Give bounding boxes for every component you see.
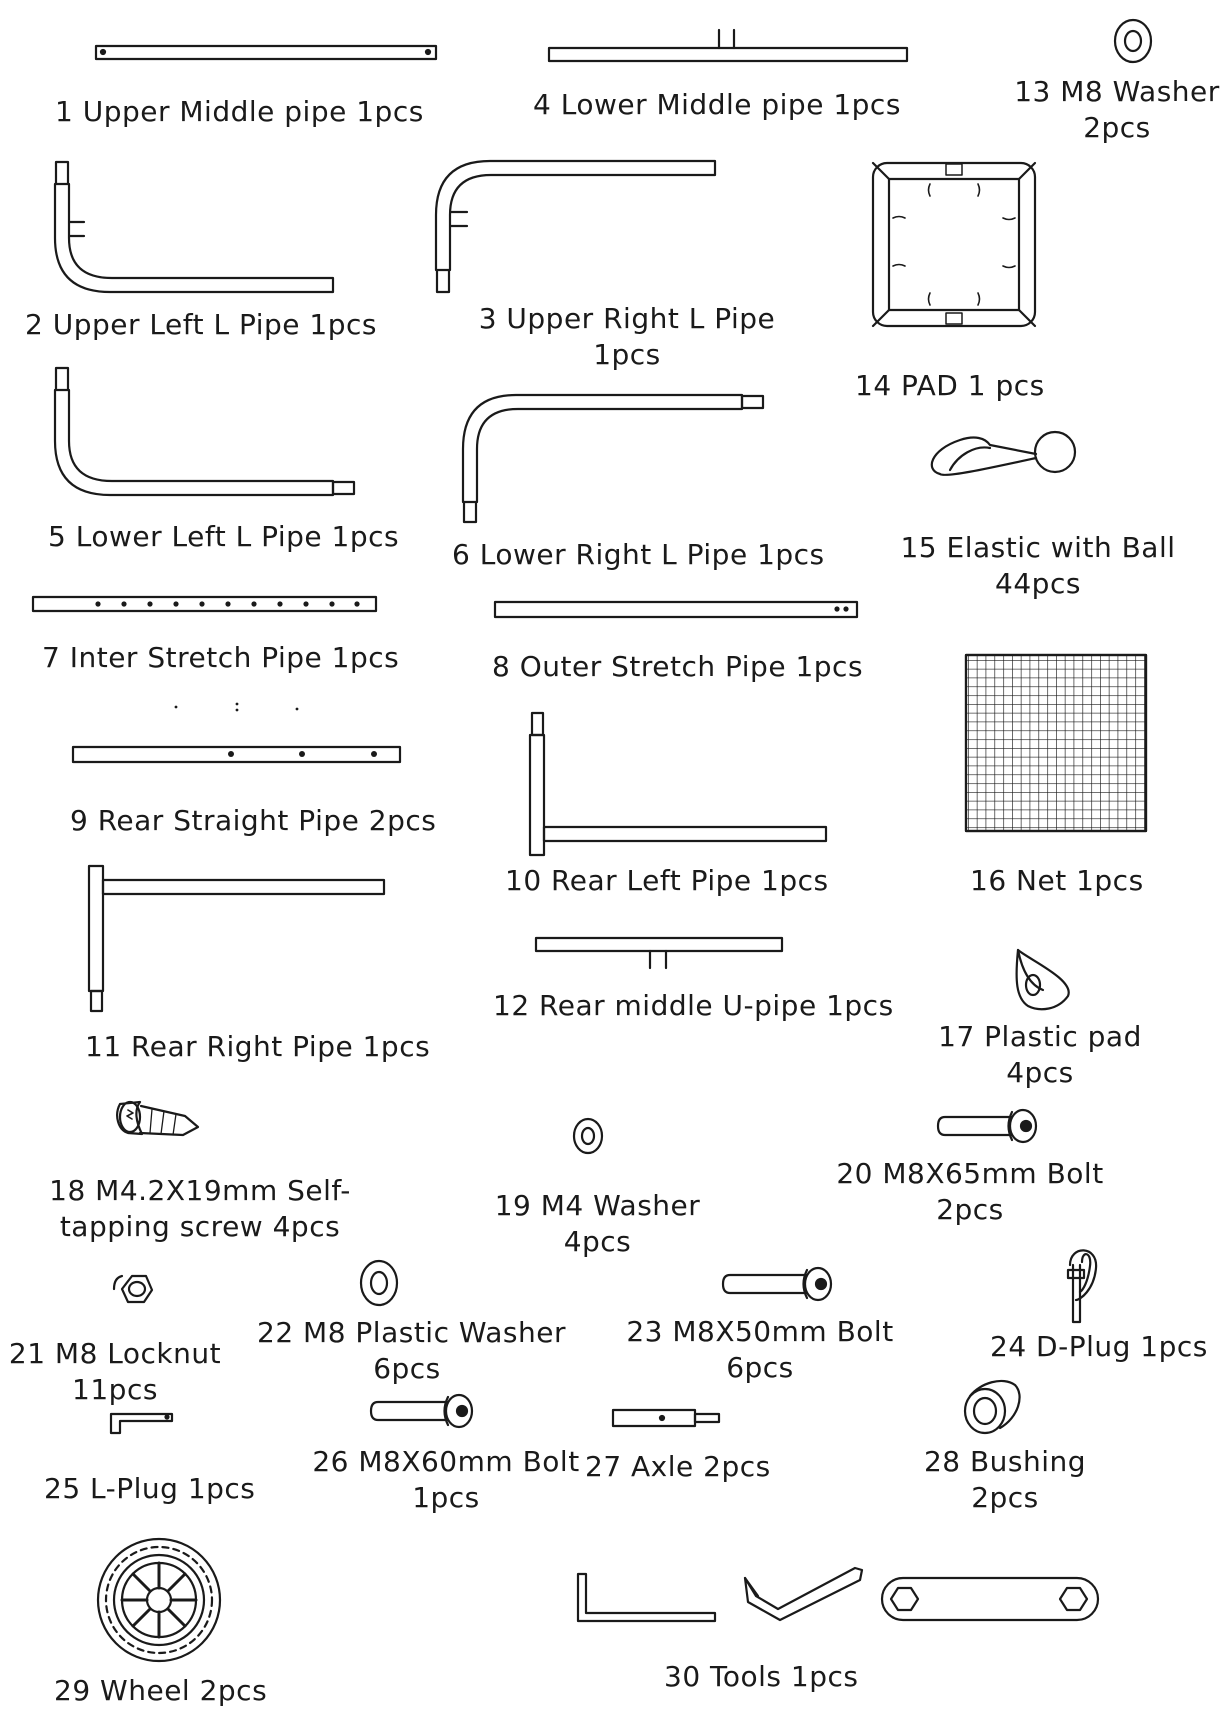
label-p20-line2: 2pcs xyxy=(936,1193,1004,1226)
label-p22-line1: 22 M8 Plastic Washer xyxy=(257,1316,566,1349)
part-25-l-plug xyxy=(109,1412,174,1435)
label-p17-line2: 4pcs xyxy=(1006,1056,1074,1089)
label-p1: 1 Upper Middle pipe 1pcs xyxy=(55,95,424,128)
label-p23-line2: 6pcs xyxy=(726,1351,794,1384)
label-p29: 29 Wheel 2pcs xyxy=(54,1674,268,1707)
part-16-net xyxy=(964,653,1148,833)
part-9-rear-straight-pipe xyxy=(71,702,402,764)
part-2-upper-left-l-pipe xyxy=(53,160,335,294)
label-p8: 8 Outer Stretch Pipe 1pcs xyxy=(492,650,864,683)
label-p14: 14 PAD 1 pcs xyxy=(855,369,1045,402)
part-10-rear-left-pipe xyxy=(528,711,828,857)
label-p28-line1: 28 Bushing xyxy=(923,1445,1087,1478)
part-14-pad xyxy=(871,161,1037,328)
part-22-m8-plastic-washer xyxy=(359,1259,399,1307)
part-24-d-plug xyxy=(1066,1249,1098,1324)
label-p13-line2: 2pcs xyxy=(1083,111,1151,144)
part-8-outer-stretch-pipe xyxy=(493,600,859,619)
label-p19-line2: 4pcs xyxy=(563,1225,632,1258)
label-p12: 12 Rear middle U-pipe 1pcs xyxy=(493,989,894,1022)
part-29-wheel xyxy=(96,1537,222,1663)
label-p28-line2: 2pcs xyxy=(971,1481,1039,1514)
label-p15-line2: 44pcs xyxy=(995,567,1081,600)
part-7-inter-stretch-pipe xyxy=(31,595,378,613)
part-18-self-tapping-screw xyxy=(116,1100,200,1137)
label-p5: 5 Lower Left L Pipe 1pcs xyxy=(48,520,400,553)
label-p15-line1: 15 Elastic with Ball xyxy=(900,531,1176,564)
label-p30: 30 Tools 1pcs xyxy=(664,1660,859,1693)
part-4-lower-middle-pipe xyxy=(547,28,909,63)
part-23-m8x50-bolt xyxy=(721,1266,833,1302)
part-1-upper-middle-pipe xyxy=(94,44,438,61)
label-p11: 11 Rear Right Pipe 1pcs xyxy=(85,1030,431,1063)
part-20-m8x65-bolt xyxy=(936,1108,1038,1144)
label-p21-line1: 21 M8 Locknut xyxy=(8,1337,222,1370)
part-11-rear-right-pipe xyxy=(87,864,386,1013)
label-p23-line1: 23 M8X50mm Bolt xyxy=(626,1315,894,1348)
label-p4: 4 Lower Middle pipe 1pcs xyxy=(533,88,901,121)
part-3-upper-right-l-pipe xyxy=(434,159,717,294)
part-28-bushing xyxy=(963,1379,1021,1435)
part-6-lower-right-l-pipe xyxy=(461,393,765,524)
part-13-m8-washer xyxy=(1113,18,1153,64)
label-p19-line1: 19 M4 Washer xyxy=(494,1189,701,1222)
label-p16: 16 Net 1pcs xyxy=(970,864,1144,897)
label-p18-line2: tapping screw 4pcs xyxy=(59,1210,341,1243)
label-p10: 10 Rear Left Pipe 1pcs xyxy=(505,864,829,897)
part-19-m4-washer xyxy=(572,1117,604,1155)
label-p3-line2: 1pcs xyxy=(593,338,661,371)
label-p3-line1: 3 Upper Right L Pipe xyxy=(478,302,776,335)
part-17-plastic-pad xyxy=(1015,948,1070,1011)
part-21-m8-locknut xyxy=(112,1274,154,1304)
part-12-rear-middle-u-pipe xyxy=(534,936,784,970)
label-p7: 7 Inter Stretch Pipe 1pcs xyxy=(42,641,400,674)
part-27-axle xyxy=(611,1408,721,1428)
label-p20-line1: 20 M8X65mm Bolt xyxy=(836,1157,1104,1190)
label-p21-line2: 11pcs xyxy=(72,1373,158,1406)
label-p26-line2: 1pcs xyxy=(412,1481,480,1514)
label-p18-line1: 18 M4.2X19mm Self- xyxy=(49,1174,351,1207)
part-15-elastic-with-ball xyxy=(930,430,1077,476)
label-p25: 25 L-Plug 1pcs xyxy=(44,1472,256,1505)
part-5-lower-left-l-pipe xyxy=(53,366,356,497)
label-p6: 6 Lower Right L Pipe 1pcs xyxy=(452,538,825,571)
label-p17-line1: 17 Plastic pad xyxy=(938,1020,1142,1053)
part-26-m8x60-bolt xyxy=(369,1393,474,1429)
label-p22-line2: 6pcs xyxy=(373,1352,441,1385)
label-p27: 27 Axle 2pcs xyxy=(585,1450,771,1483)
label-p24: 24 D-Plug 1pcs xyxy=(990,1330,1208,1363)
part-30-tools xyxy=(576,1566,1100,1623)
label-p9: 9 Rear Straight Pipe 2pcs xyxy=(70,804,437,837)
label-p26-line1: 26 M8X60mm Bolt xyxy=(312,1445,580,1478)
label-p2: 2 Upper Left L Pipe 1pcs xyxy=(25,308,377,341)
label-p13-line1: 13 M8 Washer xyxy=(1014,75,1220,108)
